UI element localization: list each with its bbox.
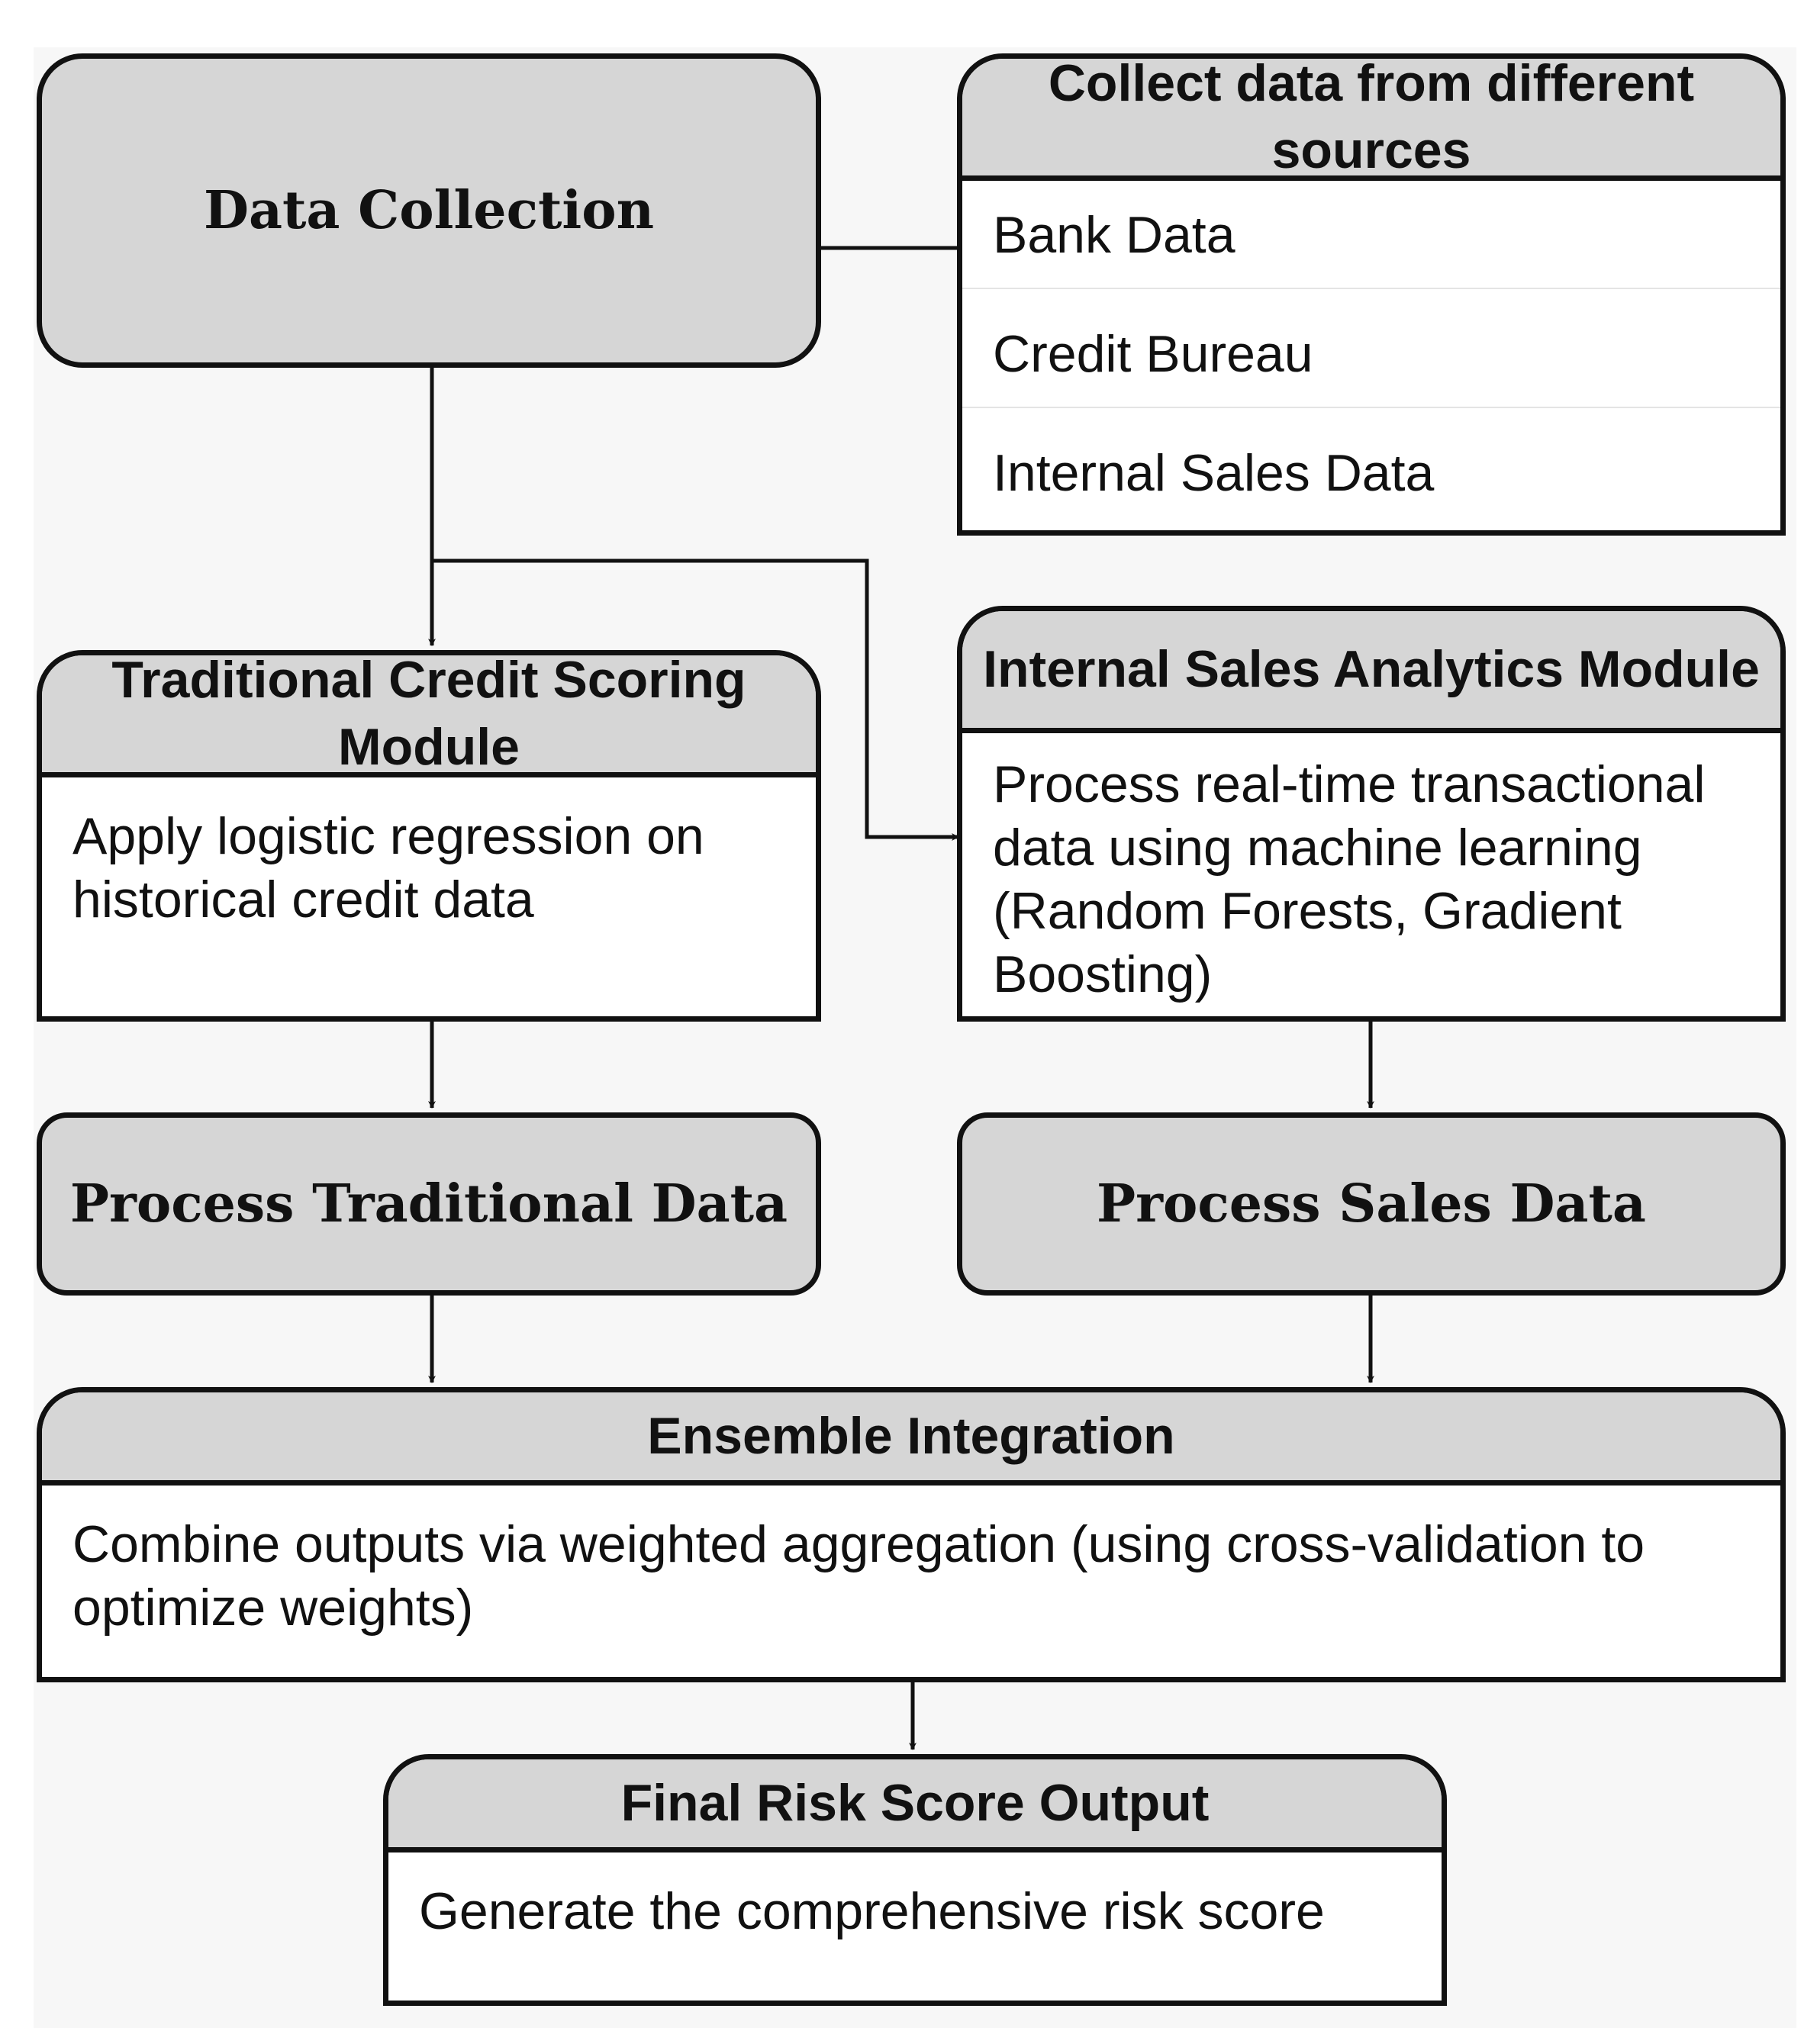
source-item-credit-bureau: Credit Bureau <box>993 325 1313 383</box>
sources-title: Collect data from different sources <box>1048 54 1695 179</box>
final-output-title: Final Risk Score Output <box>620 1773 1210 1832</box>
traditional-module-header: Traditional Credit Scoring Module <box>42 655 816 777</box>
sales-module-title: Internal Sales Analytics Module <box>983 639 1760 698</box>
sources-header: Collect data from different sources <box>962 59 1780 181</box>
traditional-module-title: Traditional Credit Scoring Module <box>111 651 746 776</box>
process-sales-label: Process Sales Data <box>1097 1173 1646 1234</box>
process-traditional-label: Process Traditional Data <box>69 1173 788 1234</box>
sources-node: Collect data from different sources Bank… <box>957 53 1786 536</box>
data-collection-node: Data Collection <box>37 53 821 368</box>
traditional-module-body: Apply logistic regression on historical … <box>72 807 704 929</box>
source-item-internal-sales: Internal Sales Data <box>993 444 1435 502</box>
source-item-bank: Bank Data <box>993 206 1235 264</box>
final-output-header: Final Risk Score Output <box>388 1759 1442 1852</box>
source-divider <box>962 407 1780 408</box>
final-output-node: Final Risk Score Output Generate the com… <box>383 1754 1447 2006</box>
ensemble-body: Combine outputs via weighted aggregation… <box>72 1515 1645 1637</box>
sales-module-node: Internal Sales Analytics Module Process … <box>957 606 1786 1022</box>
data-collection-label: Data Collection <box>203 180 655 241</box>
process-sales-node: Process Sales Data <box>957 1112 1786 1296</box>
source-divider <box>962 288 1780 289</box>
sales-module-body: Process real-time transactional data usi… <box>993 755 1706 1003</box>
traditional-module-node: Traditional Credit Scoring Module Apply … <box>37 650 821 1022</box>
sales-module-header: Internal Sales Analytics Module <box>962 611 1780 733</box>
ensemble-title: Ensemble Integration <box>647 1406 1175 1465</box>
process-traditional-node: Process Traditional Data <box>37 1112 821 1296</box>
final-output-body: Generate the comprehensive risk score <box>419 1882 1325 1940</box>
ensemble-header: Ensemble Integration <box>42 1392 1780 1486</box>
ensemble-node: Ensemble Integration Combine outputs via… <box>37 1387 1786 1682</box>
